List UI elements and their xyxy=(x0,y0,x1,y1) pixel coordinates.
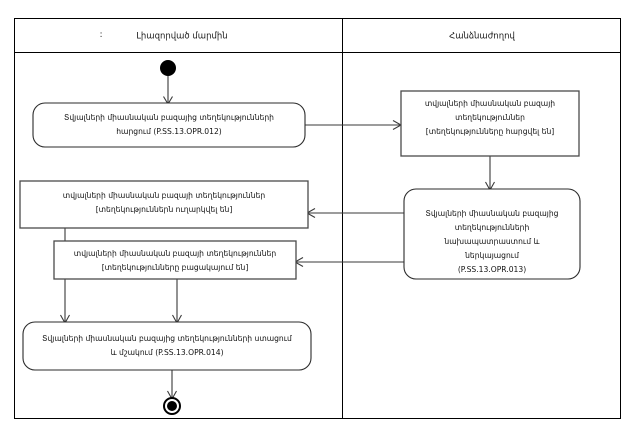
object-node-info-absent-line1: տվյալների միասնական բազայի տեղեկությունն… xyxy=(74,249,277,258)
object-node-info-requested[interactable]: տվյալների միասնական բազայի տեղեկությունն… xyxy=(400,90,580,157)
action-node-opr-014[interactable]: Տվյալների միասնական բազայից տեղեկություն… xyxy=(22,321,312,371)
object-node-info-requested-line2: տեղեկություններ xyxy=(455,113,525,122)
action-node-opr-013-line4: ներկայացում xyxy=(464,251,519,260)
action-node-opr-013-line3: նախապատրաստում և xyxy=(443,237,540,246)
action-node-opr-012-line2: հարցում (P.SS.13.OPR.012) xyxy=(116,127,222,136)
lane-left-title: Լիազորված մարմին xyxy=(136,32,227,42)
lane-left-colon: : xyxy=(100,30,103,40)
action-node-opr-013-line5: (P.SS.13.OPR.013) xyxy=(458,265,526,274)
action-node-opr-012[interactable]: Տվյալների միասնական բազայից տեղեկություն… xyxy=(32,102,306,148)
action-node-opr-014-line2: և մշակում (P.SS.13.OPR.014) xyxy=(110,348,223,357)
initial-node xyxy=(160,60,176,76)
action-node-opr-012-line1: Տվյալների միասնական բազայից տեղեկություն… xyxy=(64,113,274,122)
object-node-info-absent-line2: [տեղեկությունները բացակայում են] xyxy=(102,263,249,272)
object-node-info-requested-line1: տվյալների միասնական բազայի xyxy=(425,99,555,108)
action-node-opr-013-line2: տեղեկությունների xyxy=(455,223,530,232)
final-node xyxy=(163,397,181,415)
action-node-opr-014-line1: Տվյալների միասնական բազայից տեղեկություն… xyxy=(42,334,292,343)
object-node-info-absent[interactable]: տվյալների միասնական բազայի տեղեկությունն… xyxy=(53,240,297,280)
lane-right-title: Հանձնաժողով xyxy=(449,32,515,42)
action-node-opr-013-line1: Տվյալների միասնական բազայից xyxy=(426,209,559,218)
object-node-info-sent-line1: տվյալների միասնական բազայի տեղեկությունն… xyxy=(63,191,266,200)
object-node-info-sent[interactable]: տվյալների միասնական բազայի տեղեկությունն… xyxy=(19,180,309,229)
object-node-info-requested-line3: [տեղեկությունները հարցվել են] xyxy=(426,127,555,136)
action-node-opr-013[interactable]: Տվյալների միասնական բազայից տեղեկություն… xyxy=(403,188,581,280)
object-node-info-sent-line2: [տեղեկություններն ուղարկվել են] xyxy=(96,205,233,214)
